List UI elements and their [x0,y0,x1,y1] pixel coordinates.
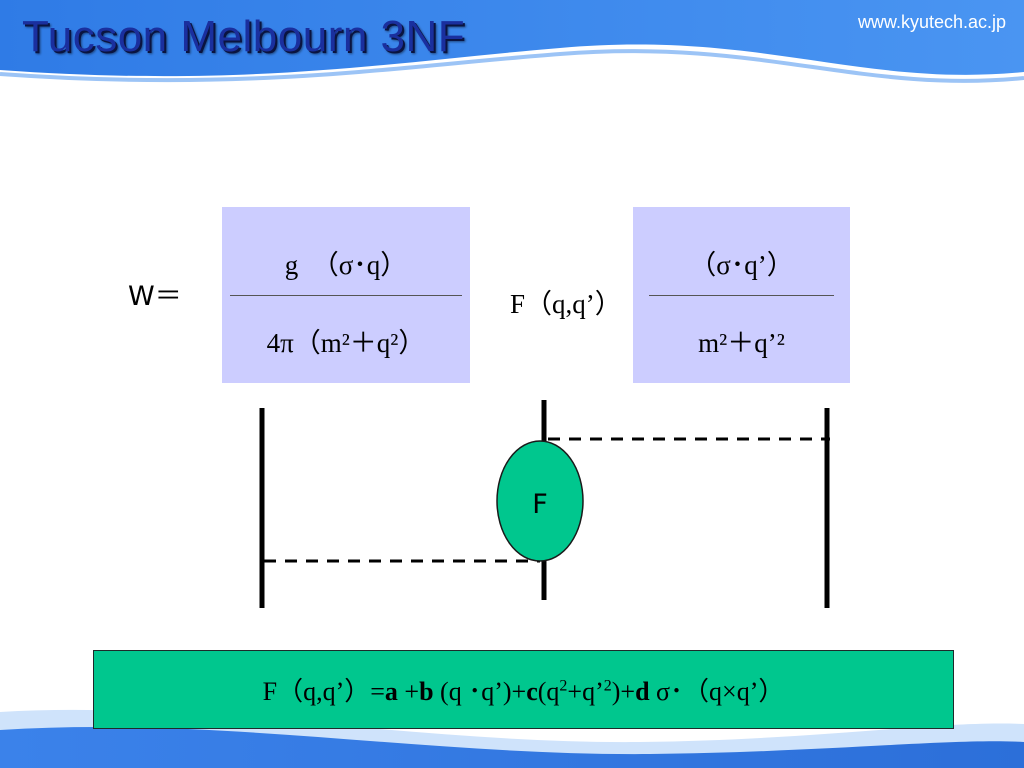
formula-lhs: F（q,q’）= [262,677,385,706]
exponent-1: 2 [559,677,568,695]
site-url: www.kyutech.ac.jp [857,12,1006,32]
formula-term-c-open: (q [537,677,560,706]
formula-term-c-close: )+ [611,677,636,706]
coef-c: c [526,677,538,706]
formula-plus: + [397,677,420,706]
formula-box: F（q,q’）=a +b (q ･q’)+c(q2+q’2)+d σ･（q×q’… [93,650,954,729]
fraction-denominator: m²＋q’² [698,328,785,358]
equation-lhs: W＝ [128,281,182,312]
fraction-box-propagator: g （σ･q） 4π（m²＋q²） [222,207,470,383]
form-factor-formula: F（q,q’）=a +b (q ･q’)+c(q2+q’2)+d σ･（q×q’… [263,671,785,708]
form-factor-term: F（q,q’） [510,289,622,319]
fraction-numerator: g （σ･q） [284,250,408,280]
exponent-2: 2 [603,677,612,695]
fraction-denominator: 4π（m²＋q²） [266,328,426,358]
fraction-numerator: （σ･q’） [689,250,794,280]
formula-term-c-mid: +q’ [567,677,604,706]
formula-term-b: (q ･q’)+ [433,677,527,706]
formula-term-d: σ･（q×q’） [649,677,785,706]
coef-a: a [384,677,398,706]
fraction-bar [649,295,834,296]
page-title: Tucson Melbourn 3NF [22,12,466,61]
fraction-bar [230,295,462,296]
vertex-label: F [532,489,548,520]
coef-b: b [419,677,434,706]
vertex-blob [496,440,584,562]
coef-d: d [635,677,650,706]
fraction-box-vertex: （σ･q’） m²＋q’² [633,207,850,383]
